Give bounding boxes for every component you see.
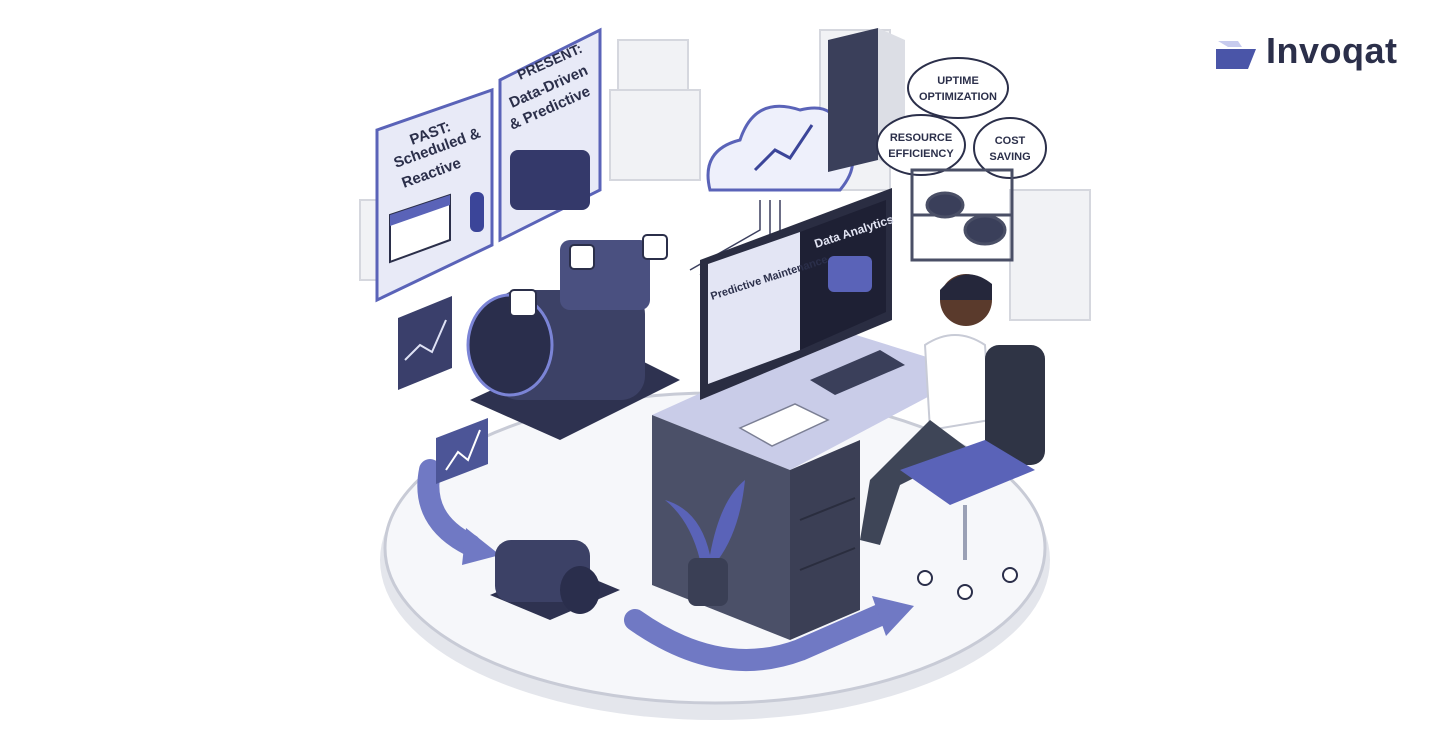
person [860, 274, 992, 545]
chart-panel-left [398, 296, 452, 390]
bubble-resource-line1: RESOURCE [890, 132, 952, 144]
arrow-head-2 [872, 596, 914, 636]
storage-shelf [910, 168, 1014, 262]
past-panel: PAST: Scheduled & Reactive [375, 87, 494, 303]
screen-motor-thumbnail [828, 256, 872, 292]
monitor: Predictive Maintenance Data Analytics [700, 188, 895, 400]
keyboard [810, 350, 905, 395]
bubble-resource: RESOURCE EFFICIENCY [876, 114, 966, 176]
calendar-icon [389, 193, 451, 264]
bubble-cost-line1: COST [995, 135, 1026, 147]
flow-arrow [417, 459, 891, 671]
brand-name: Invoqat [1266, 30, 1398, 71]
notepad [738, 403, 830, 447]
brand-logo: Invoqat [1214, 30, 1424, 76]
wifi-icon [509, 234, 668, 317]
plant [665, 480, 745, 606]
bottom-motor [490, 540, 620, 620]
motor-thumbnail [510, 150, 590, 210]
bubble-cost: COST SAVING [973, 117, 1047, 179]
chart-icon [445, 429, 481, 471]
wrench-icon [470, 192, 484, 232]
bubble-resource-line2: EFFICIENCY [888, 148, 954, 160]
bubble-cost-line2: SAVING [989, 151, 1030, 163]
compressor [466, 234, 680, 440]
bubble-uptime-line1: UPTIME [937, 75, 979, 87]
present-panel: PRESENT: Data-Driven & Predictive [498, 27, 602, 243]
bubble-uptime-line2: OPTIMIZATION [919, 91, 997, 103]
chair [900, 345, 1045, 600]
logo-icon [1216, 41, 1256, 69]
arrow-head-1 [462, 528, 500, 565]
bubble-uptime: UPTIME OPTIMIZATION [907, 57, 1009, 119]
chart-panel-bottom [436, 418, 488, 484]
